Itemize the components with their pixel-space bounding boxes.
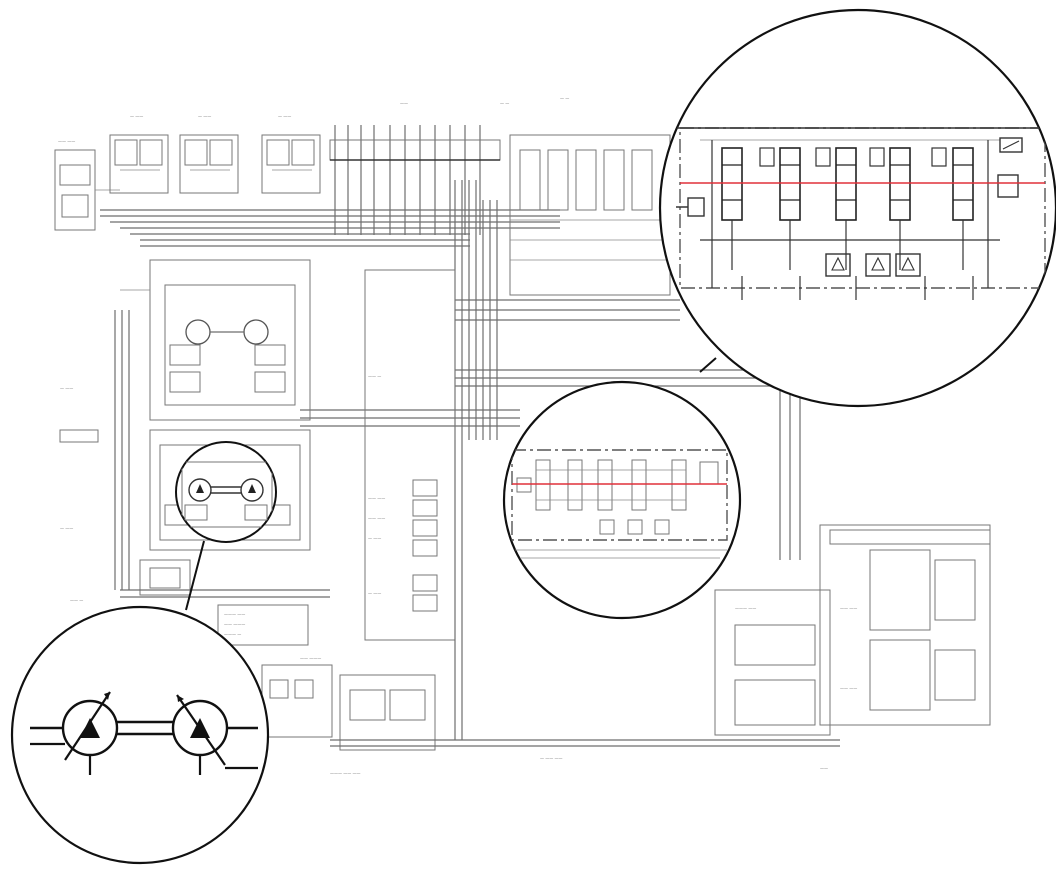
svg-text:——: —— bbox=[820, 766, 828, 771]
central-trunk bbox=[300, 180, 780, 440]
svg-text:—— ———: —— ——— bbox=[300, 656, 321, 661]
svg-text:— ——: — —— bbox=[198, 114, 211, 119]
svg-text:— —— ——: — —— —— bbox=[540, 756, 563, 761]
pump-detail-lens bbox=[10, 605, 270, 865]
lower-right-valve-group: ——— —— bbox=[714, 589, 831, 736]
svg-text:—— ——: —— —— bbox=[840, 606, 857, 611]
valve-bank-lens-medium bbox=[502, 357, 742, 620]
engine-block: ——— —— —— ——— ——— — bbox=[120, 559, 330, 646]
return-lines: — —— —— —— bbox=[330, 370, 840, 771]
svg-text:——— ——: ——— —— bbox=[224, 612, 245, 617]
left-vertical-bus: — —— — —— —— — bbox=[59, 310, 130, 603]
upper-pump-group bbox=[120, 259, 311, 421]
svg-text:——— —: ——— — bbox=[224, 632, 241, 637]
header-lines bbox=[100, 209, 560, 247]
svg-text:—— ——: —— —— bbox=[58, 139, 75, 144]
valve-bank-detail-lens bbox=[658, 8, 1056, 408]
svg-text:——: —— bbox=[400, 101, 408, 106]
control-block-left: —— —— bbox=[54, 139, 120, 231]
svg-text:— ——: — —— bbox=[60, 526, 73, 531]
solenoid-columns: —— — — bbox=[329, 101, 509, 235]
far-right-valve-group: —— —— —— —— bbox=[819, 524, 991, 726]
pilot-valve-row: — —— — —— — —— bbox=[109, 114, 321, 194]
svg-text:— ——: — —— bbox=[130, 114, 143, 119]
control-valve-bank-icon bbox=[660, 127, 1050, 300]
svg-text:— ——: — —— bbox=[60, 386, 73, 391]
svg-text:— ——: — —— bbox=[278, 114, 291, 119]
svg-text:— —: — — bbox=[560, 96, 569, 101]
tank-filter-group: —— ——— ——— —— —— bbox=[261, 656, 436, 776]
svg-text:—— ———: —— ——— bbox=[224, 622, 245, 627]
svg-text:— —: — — bbox=[500, 101, 509, 106]
svg-text:— ——: — —— bbox=[368, 536, 381, 541]
svg-text:——— —— ——: ——— —— —— bbox=[330, 771, 361, 776]
valve-spools-medium bbox=[512, 459, 727, 559]
hydraulic-pump-pair-icon bbox=[30, 691, 258, 775]
svg-text:—— ——: —— —— bbox=[840, 686, 857, 691]
svg-text:—— —: —— — bbox=[368, 374, 381, 379]
main-schematic: —— —— — —— — —— — —— bbox=[54, 96, 991, 776]
top-center-valve-block: — — bbox=[509, 96, 671, 296]
small-callout-circle bbox=[175, 441, 277, 611]
svg-text:—— ——: —— —— bbox=[368, 516, 385, 521]
svg-text:——— ——: ——— —— bbox=[735, 606, 756, 611]
svg-text:— ——: — —— bbox=[368, 591, 381, 596]
svg-text:—— —: —— — bbox=[70, 598, 83, 603]
svg-text:—— ——: —— —— bbox=[368, 496, 385, 501]
middle-valve-stack: —— — —— —— —— —— — —— — —— bbox=[364, 269, 456, 641]
